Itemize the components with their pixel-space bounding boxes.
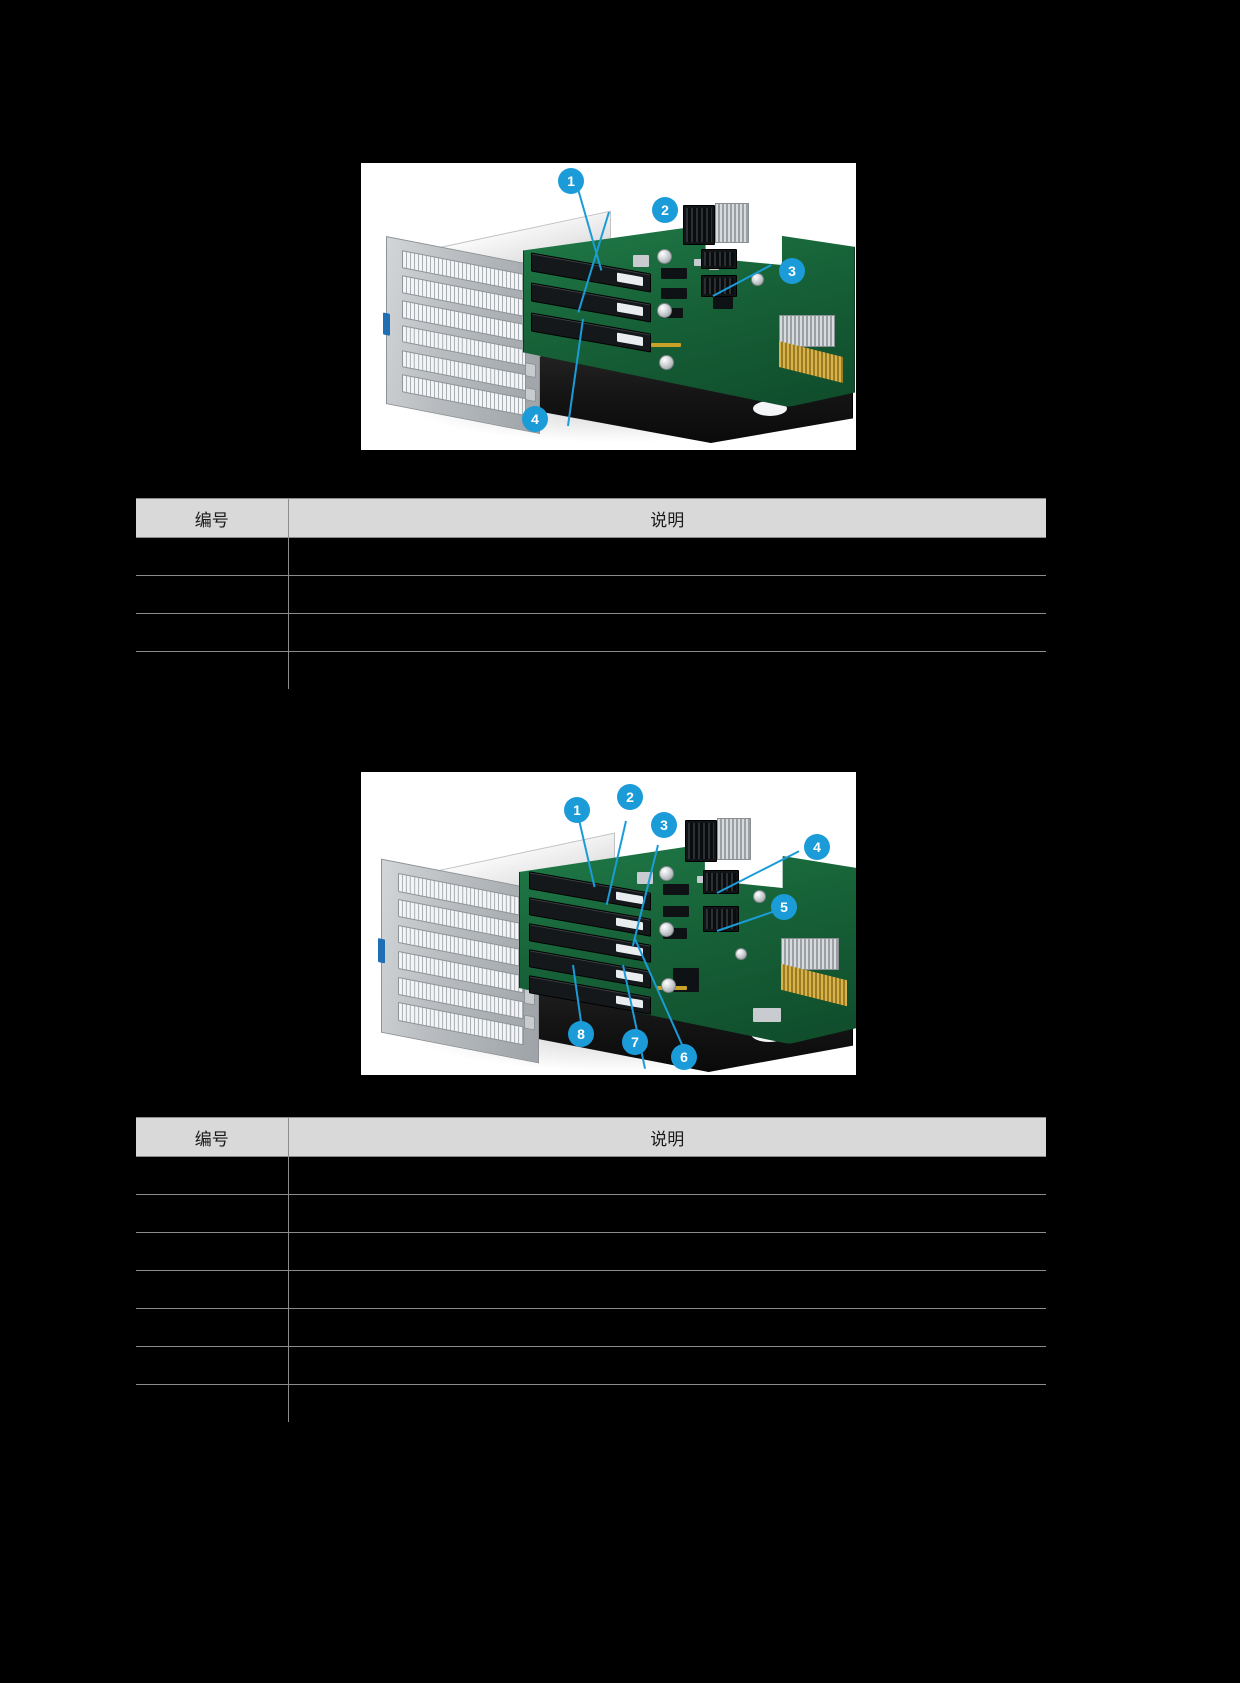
- io-module: [683, 205, 715, 245]
- cell-description: [288, 1308, 1046, 1347]
- cell-number: [136, 1346, 289, 1385]
- mounting-screw: [661, 978, 676, 993]
- cell-description: [288, 1346, 1046, 1385]
- callout-description-table-2: 编号 说明: [136, 1117, 1046, 1422]
- cell-description: [288, 1232, 1046, 1271]
- ic-chip: [663, 928, 687, 939]
- cell-description: [288, 651, 1046, 689]
- ic-chip: [661, 268, 687, 279]
- mounting-screw: [751, 273, 764, 286]
- cell-number: [136, 613, 289, 652]
- column-header-number: 编号: [136, 498, 289, 538]
- callout-badge-6[interactable]: 6: [671, 1044, 697, 1070]
- table-row: [136, 1194, 1046, 1233]
- cell-description: [288, 1156, 1046, 1195]
- ic-chip: [663, 906, 689, 917]
- mounting-screw: [753, 890, 766, 903]
- cell-description: [288, 1384, 1046, 1422]
- cell-number: [136, 1194, 289, 1233]
- table-row: [136, 1384, 1046, 1422]
- label-sticker: [753, 1008, 781, 1022]
- riser-cage-assembly-figure-2: 1 2 3 4 5 6 7 8: [361, 772, 856, 1075]
- label-sticker: [633, 255, 649, 267]
- cell-number: [136, 651, 289, 689]
- cell-number: [136, 537, 289, 576]
- cell-description: [288, 537, 1046, 576]
- table-row: [136, 1346, 1046, 1385]
- cell-number: [136, 1308, 289, 1347]
- mounting-screw: [735, 948, 747, 960]
- blue-latch: [383, 312, 390, 337]
- cell-description: [288, 575, 1046, 614]
- callout-badge-2[interactable]: 2: [652, 197, 678, 223]
- heatsink-top: [717, 818, 751, 860]
- cage-retainer-tab: [525, 361, 536, 378]
- cell-description: [288, 1270, 1046, 1309]
- cell-description: [288, 613, 1046, 652]
- heatsink-top: [715, 203, 749, 243]
- callout-badge-3[interactable]: 3: [779, 258, 805, 284]
- capacitor: [694, 259, 704, 266]
- callout-badge-1[interactable]: 1: [564, 797, 590, 823]
- callout-badge-8[interactable]: 8: [568, 1021, 594, 1047]
- mounting-screw: [657, 303, 672, 318]
- table-row: [136, 613, 1046, 652]
- ic-chip: [663, 884, 689, 895]
- table-row: [136, 1308, 1046, 1347]
- callout-badge-5[interactable]: 5: [771, 894, 797, 920]
- io-module: [685, 820, 717, 862]
- expansion-slot-cage: [383, 236, 540, 434]
- callout-badge-2[interactable]: 2: [617, 784, 643, 810]
- mounting-screw: [659, 355, 674, 370]
- callout-badge-4[interactable]: 4: [522, 406, 548, 432]
- cage-retainer-tab: [525, 386, 536, 403]
- table-row: [136, 575, 1046, 614]
- callout-badge-7[interactable]: 7: [622, 1029, 648, 1055]
- cell-number: [136, 1384, 289, 1422]
- mounting-screw: [657, 249, 672, 264]
- cell-number: [136, 1232, 289, 1271]
- cage-retainer-tab: [524, 1014, 535, 1031]
- mounting-screw: [659, 866, 674, 881]
- column-header-description: 说明: [288, 498, 1046, 538]
- blue-latch: [378, 938, 385, 964]
- table-header-row: 编号 说明: [136, 498, 1046, 538]
- photo-stage-2: 1 2 3 4 5 6 7 8: [361, 772, 856, 1075]
- power-connector-lower: [701, 275, 737, 297]
- table-row: [136, 1232, 1046, 1271]
- table-row: [136, 1156, 1046, 1195]
- cell-description: [288, 1194, 1046, 1233]
- riser-cage-assembly-figure-1: 1 2 3 4: [361, 163, 856, 450]
- callout-description-table-1: 编号 说明: [136, 498, 1046, 689]
- gold-pad: [651, 343, 681, 347]
- heatsink-right: [779, 315, 835, 347]
- ic-chip: [661, 308, 683, 318]
- ic-chip: [661, 288, 687, 299]
- table-row: [136, 537, 1046, 576]
- column-header-description: 说明: [288, 1117, 1046, 1157]
- table-row: [136, 651, 1046, 689]
- callout-badge-4[interactable]: 4: [804, 834, 830, 860]
- expansion-slot-cage: [378, 858, 539, 1064]
- callout-badge-1[interactable]: 1: [558, 168, 584, 194]
- power-connector-upper: [701, 249, 737, 269]
- photo-stage-1: 1 2 3 4: [361, 163, 856, 450]
- cell-number: [136, 575, 289, 614]
- column-header-number: 编号: [136, 1117, 289, 1157]
- table-row: [136, 1270, 1046, 1309]
- callout-badge-3[interactable]: 3: [651, 812, 677, 838]
- heatsink-right: [781, 938, 839, 970]
- capacitor: [697, 876, 707, 883]
- mounting-screw: [659, 922, 674, 937]
- table-header-row: 编号 说明: [136, 1117, 1046, 1157]
- cell-number: [136, 1270, 289, 1309]
- cell-number: [136, 1156, 289, 1195]
